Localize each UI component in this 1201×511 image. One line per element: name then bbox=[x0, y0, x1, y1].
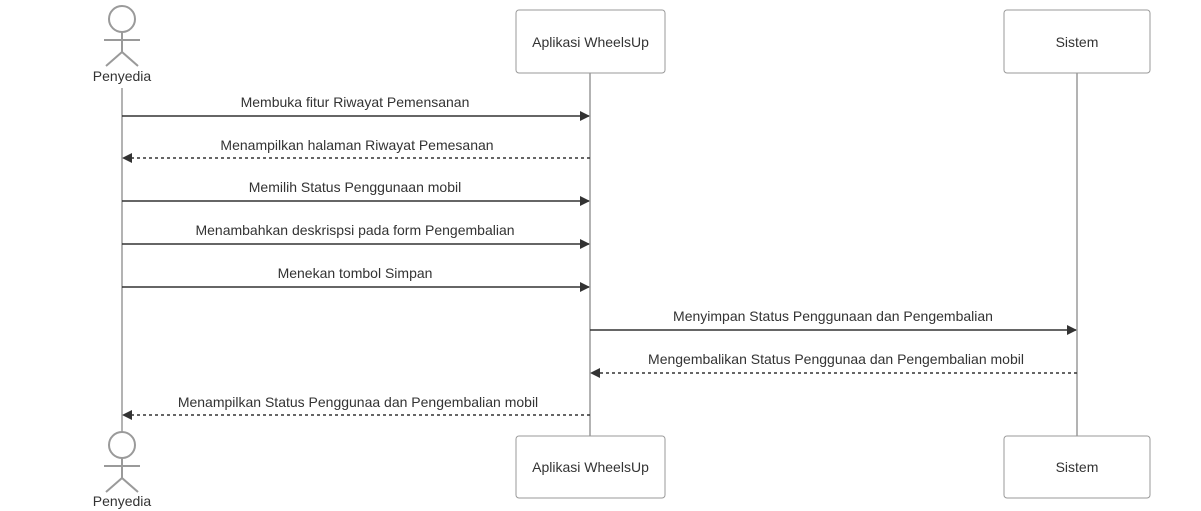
participant-label: Aplikasi WheelsUp bbox=[532, 459, 649, 475]
message-7: Mengembalikan Status Penggunaa dan Penge… bbox=[590, 351, 1077, 378]
message-label: Menyimpan Status Penggunaan dan Pengemba… bbox=[673, 308, 993, 324]
participant-label: Sistem bbox=[1056, 34, 1099, 50]
actor-label-bottom: Penyedia bbox=[93, 493, 152, 509]
participant-label: Sistem bbox=[1056, 459, 1099, 475]
message-4: Menambahkan deskrispsi pada form Pengemb… bbox=[122, 222, 590, 249]
message-label: Mengembalikan Status Penggunaa dan Penge… bbox=[648, 351, 1024, 367]
actor-label-top: Penyedia bbox=[93, 68, 152, 84]
message-5: Menekan tombol Simpan bbox=[122, 265, 590, 292]
participant-label: Aplikasi WheelsUp bbox=[532, 34, 649, 50]
participant-sistem-bottom: Sistem bbox=[1003, 435, 1151, 499]
message-label: Membuka fitur Riwayat Pemensanan bbox=[241, 94, 470, 110]
message-label: Menampilkan Status Penggunaa dan Pengemb… bbox=[178, 394, 538, 410]
participant-aplikasi-wheelsup-top: Aplikasi WheelsUp bbox=[515, 9, 666, 74]
message-label: Menekan tombol Simpan bbox=[278, 265, 433, 281]
participant-aplikasi-wheelsup-bottom: Aplikasi WheelsUp bbox=[515, 435, 666, 499]
message-8: Menampilkan Status Penggunaa dan Pengemb… bbox=[122, 394, 590, 420]
message-label: Memilih Status Penggunaan mobil bbox=[249, 179, 461, 195]
message-label: Menambahkan deskrispsi pada form Pengemb… bbox=[195, 222, 514, 238]
message-1: Membuka fitur Riwayat Pemensanan bbox=[122, 94, 590, 121]
stick-figure-icon bbox=[104, 5, 140, 67]
message-label: Menampilkan halaman Riwayat Pemesanan bbox=[220, 137, 493, 153]
stick-figure-icon bbox=[104, 431, 140, 493]
actor-penyedia-bottom: Penyedia bbox=[93, 431, 152, 509]
participant-sistem-top: Sistem bbox=[1003, 9, 1151, 74]
message-2: Menampilkan halaman Riwayat Pemesanan bbox=[122, 137, 590, 163]
actor-penyedia-top: Penyedia bbox=[93, 5, 152, 84]
message-6: Menyimpan Status Penggunaan dan Pengemba… bbox=[590, 308, 1077, 335]
message-3: Memilih Status Penggunaan mobil bbox=[122, 179, 590, 206]
